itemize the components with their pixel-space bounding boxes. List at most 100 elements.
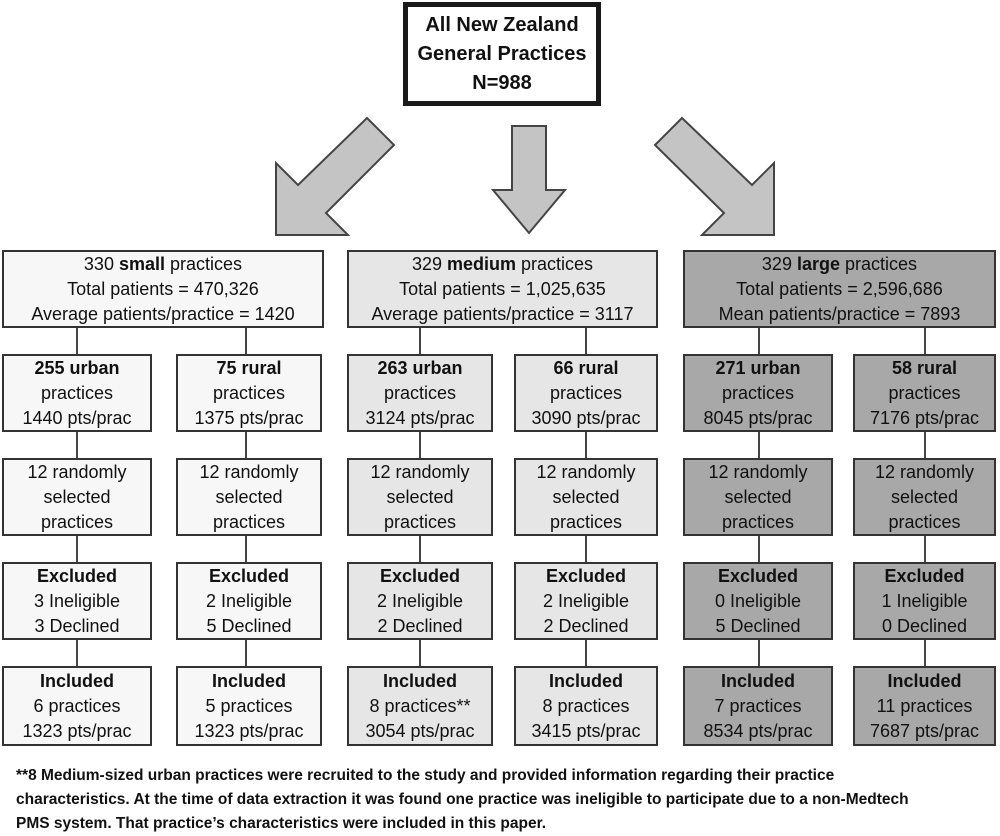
medium-urban-selected-1: 12 randomly <box>370 461 470 482</box>
medium-rural-included-box: Included 8 practices 3415 pts/prac <box>514 666 658 746</box>
small-urban-line3: 1440 pts/prac <box>22 407 132 428</box>
arrow-left-icon <box>275 116 396 236</box>
large-rural-selected-2: selected <box>890 486 959 507</box>
large-urban-line2: practices <box>721 382 795 403</box>
large-rural-included-title: Included <box>887 670 962 691</box>
small-rural-included-pts: 1323 pts/prac <box>194 720 304 741</box>
large-suffix: practices <box>845 253 918 274</box>
top-box-all-practices: All New Zealand General Practices N=988 <box>403 2 601 106</box>
large-size-label: large <box>796 253 841 274</box>
arrow-right-icon <box>653 116 775 236</box>
large-rural-count: 58 <box>891 357 912 378</box>
large-rural-line2: practices <box>888 382 961 403</box>
medium-urban-line2: practices <box>383 382 457 403</box>
medium-rural-type: rural <box>578 357 619 378</box>
medium-urban-ineligible: 2 Ineligible <box>376 590 464 611</box>
large-rural-declined: 0 Declined <box>881 615 968 636</box>
medium-suffix: practices <box>521 253 594 274</box>
small-rural-included-title: Included <box>211 670 286 691</box>
medium-rural-declined: 2 Declined <box>543 615 629 636</box>
small-count: 330 <box>83 253 114 274</box>
small-urban-selected-1: 12 randomly <box>27 461 127 482</box>
medium-urban-included-practices: 8 practices** <box>369 695 471 716</box>
small-urban-excluded-title: Excluded <box>36 565 118 586</box>
medium-urban-excluded-title: Excluded <box>379 565 461 586</box>
small-rural-excluded-title: Excluded <box>208 565 290 586</box>
large-urban-count: 271 <box>715 357 746 378</box>
medium-rural-included-pts: 3415 pts/prac <box>531 720 641 741</box>
medium-rural-line2: practices <box>549 382 623 403</box>
small-rural-included-practices: 5 practices <box>205 695 293 716</box>
small-total: Total patients = 470,326 <box>67 278 259 299</box>
small-suffix: practices <box>170 253 243 274</box>
large-count: 329 <box>761 253 792 274</box>
medium-urban-selected-2: selected <box>386 486 454 507</box>
large-urban-line3: 8045 pts/prac <box>703 407 813 428</box>
large-group-header: 329 large practices Total patients = 2,5… <box>683 250 996 328</box>
large-urban-included-practices: 7 practices <box>714 695 802 716</box>
large-total: Total patients = 2,596,686 <box>736 278 943 299</box>
medium-urban-selected-3: practices <box>383 511 457 532</box>
small-rural-included-box: Included 5 practices 1323 pts/prac <box>176 666 322 746</box>
small-rural-selected-2: selected <box>215 486 283 507</box>
large-urban-excluded-title: Excluded <box>717 565 799 586</box>
small-urban-count: 255 <box>34 357 65 378</box>
small-rural-selected-3: practices <box>212 511 286 532</box>
small-urban-included-title: Included <box>39 670 114 691</box>
medium-urban-type: urban <box>412 357 463 378</box>
small-rural-excluded-box: Excluded 2 Ineligible 5 Declined <box>176 562 322 640</box>
medium-urban-included-pts: 3054 pts/prac <box>365 720 475 741</box>
large-urban-included-pts: 8534 pts/prac <box>703 720 813 741</box>
large-rural-included-pts: 7687 pts/prac <box>869 720 980 741</box>
medium-rural-ineligible: 2 Ineligible <box>542 590 630 611</box>
large-urban-type: urban <box>750 357 801 378</box>
large-urban-box: 271 urban practices 8045 pts/prac <box>683 354 833 432</box>
medium-rural-included-title: Included <box>548 670 623 691</box>
small-urban-declined: 3 Declined <box>34 615 120 636</box>
large-urban-selected-3: practices <box>721 511 795 532</box>
small-urban-included-box: Included 6 practices 1323 pts/prac <box>2 666 152 746</box>
large-rural-line3: 7176 pts/prac <box>869 407 980 428</box>
large-urban-declined: 5 Declined <box>715 615 801 636</box>
medium-rural-selected-2: selected <box>552 486 620 507</box>
large-urban-ineligible: 0 Ineligible <box>714 590 802 611</box>
top-box-line3: N=988 <box>472 71 532 94</box>
medium-rural-excluded-title: Excluded <box>545 565 627 586</box>
top-box-line1: All New Zealand <box>425 13 579 36</box>
large-urban-selected-box: 12 randomly selected practices <box>683 458 833 536</box>
small-urban-selected-3: practices <box>40 511 114 532</box>
small-rural-line3: 1375 pts/prac <box>194 407 304 428</box>
large-urban-selected-1: 12 randomly <box>708 461 808 482</box>
small-avg: Average patients/practice = 1420 <box>31 303 295 324</box>
small-urban-excluded-box: Excluded 3 Ineligible 3 Declined <box>2 562 152 640</box>
medium-rural-box: 66 rural practices 3090 pts/prac <box>514 354 658 432</box>
large-urban-excluded-box: Excluded 0 Ineligible 5 Declined <box>683 562 833 640</box>
medium-rural-line3: 3090 pts/prac <box>531 407 641 428</box>
small-urban-type: urban <box>69 357 120 378</box>
arrow-center-icon <box>490 125 568 235</box>
large-urban-included-box: Included 7 practices 8534 pts/prac <box>683 666 833 746</box>
medium-urban-included-title: Included <box>382 670 457 691</box>
large-rural-included-practices: 11 practices <box>876 695 973 716</box>
medium-count: 329 <box>411 253 442 274</box>
small-urban-box: 255 urban practices 1440 pts/prac <box>2 354 152 432</box>
medium-urban-selected-box: 12 randomly selected practices <box>347 458 493 536</box>
medium-urban-included-box: Included 8 practices** 3054 pts/prac <box>347 666 493 746</box>
top-box-line2: General Practices <box>417 42 587 65</box>
small-rural-selected-box: 12 randomly selected practices <box>176 458 322 536</box>
small-urban-selected-2: selected <box>43 486 111 507</box>
large-urban-selected-2: selected <box>724 486 792 507</box>
large-rural-ineligible: 1 Ineligible <box>881 590 968 611</box>
large-rural-type: rural <box>917 357 958 378</box>
large-rural-included-box: Included 11 practices 7687 pts/prac <box>853 666 996 746</box>
small-rural-box: 75 rural practices 1375 pts/prac <box>176 354 322 432</box>
medium-urban-excluded-box: Excluded 2 Ineligible 2 Declined <box>347 562 493 640</box>
medium-group-header: 329 medium practices Total patients = 1,… <box>347 250 658 328</box>
medium-urban-box: 263 urban practices 3124 pts/prac <box>347 354 493 432</box>
medium-rural-count: 66 <box>553 357 574 378</box>
large-rural-box: 58 rural practices 7176 pts/prac <box>853 354 996 432</box>
large-avg: Mean patients/practice = 7893 <box>718 303 961 324</box>
large-rural-selected-1: 12 randomly <box>874 461 975 482</box>
medium-rural-selected-box: 12 randomly selected practices <box>514 458 658 536</box>
